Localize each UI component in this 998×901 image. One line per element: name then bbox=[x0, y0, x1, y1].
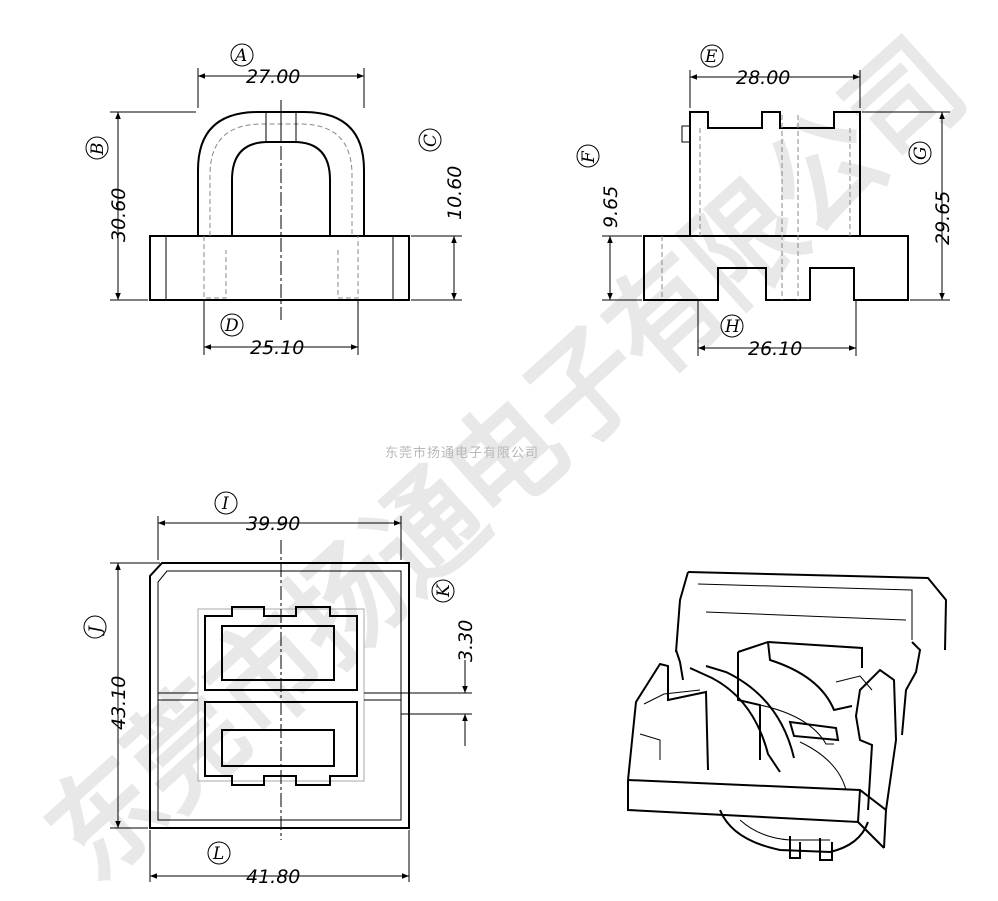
dim-A-value: 27.00 bbox=[246, 66, 300, 88]
dim-B-value: 30.60 bbox=[108, 188, 130, 242]
watermark: 东莞市扬通电子有限公司 东莞市扬通电子有限公司 bbox=[21, 14, 990, 901]
isometric-view bbox=[627, 571, 948, 861]
label-H: H bbox=[724, 317, 741, 337]
dim-H-value: 26.10 bbox=[748, 338, 802, 360]
side-view: E 28.00 F 9.65 G 29.65 H 26.10 bbox=[576, 44, 954, 360]
label-D: D bbox=[224, 316, 239, 336]
dim-D-value: 25.10 bbox=[250, 337, 304, 359]
dim-J-value: 43.10 bbox=[108, 676, 130, 730]
dim-F-value: 9.65 bbox=[600, 186, 622, 228]
label-B: B bbox=[88, 143, 108, 157]
label-A: A bbox=[233, 46, 247, 66]
dim-L-value: 41.80 bbox=[246, 866, 300, 888]
top-view: I 39.90 J 43.10 K 3.30 L 41.80 bbox=[83, 491, 477, 888]
label-K: K bbox=[434, 583, 454, 598]
dim-G-value: 29.65 bbox=[932, 191, 954, 245]
dim-I-value: 39.90 bbox=[246, 513, 300, 535]
label-C: C bbox=[421, 134, 441, 147]
dim-E-value: 28.00 bbox=[736, 67, 790, 89]
label-G: G bbox=[911, 146, 931, 160]
label-E: E bbox=[704, 47, 718, 67]
dim-C-value: 10.60 bbox=[444, 166, 466, 220]
label-I: I bbox=[221, 494, 229, 514]
watermark-center: 东莞市扬通电子有限公司 bbox=[385, 445, 539, 461]
label-F: F bbox=[579, 150, 599, 164]
label-L: L bbox=[212, 844, 224, 864]
label-J: J bbox=[86, 625, 106, 636]
front-view: A 27.00 B 30.60 C 10.60 D 25.10 bbox=[85, 43, 466, 359]
dim-K-value: 3.30 bbox=[455, 620, 477, 662]
